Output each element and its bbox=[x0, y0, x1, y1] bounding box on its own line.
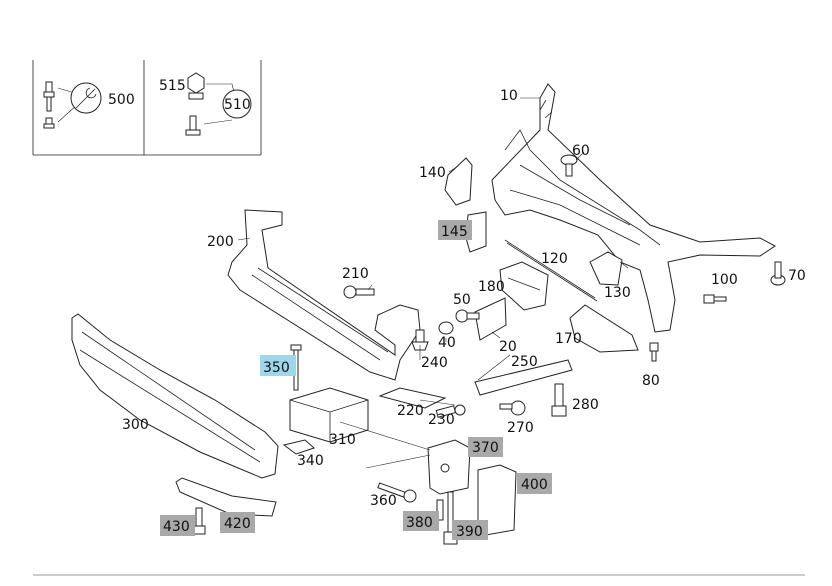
label-340: 340 bbox=[297, 453, 324, 469]
label-430: 430 bbox=[163, 519, 190, 535]
part-120 bbox=[504, 239, 598, 302]
plate-340 bbox=[282, 439, 315, 455]
label-50: 50 bbox=[453, 292, 471, 308]
bolt-80 bbox=[649, 342, 659, 362]
label-230: 230 bbox=[428, 412, 455, 428]
highlight-400 bbox=[517, 473, 552, 494]
label-250: 250 bbox=[511, 354, 538, 370]
label-370: 370 bbox=[472, 440, 499, 456]
label-500: 500 bbox=[108, 92, 135, 108]
bolt-70 bbox=[770, 261, 786, 286]
label-180: 180 bbox=[478, 279, 505, 295]
label-310: 310 bbox=[329, 432, 356, 448]
leader-lines bbox=[237, 97, 629, 469]
part-180 bbox=[499, 261, 549, 311]
label-420: 420 bbox=[224, 516, 251, 532]
label-200: 200 bbox=[207, 234, 234, 250]
label-140: 140 bbox=[419, 165, 446, 181]
highlight-145 bbox=[438, 220, 472, 240]
label-240: 240 bbox=[421, 355, 448, 371]
label-350: 350 bbox=[263, 360, 290, 376]
label-145: 145 bbox=[441, 224, 468, 240]
nut-40 bbox=[438, 321, 454, 335]
kit-box bbox=[32, 60, 262, 156]
bracket-310 bbox=[289, 387, 369, 443]
bolt-280 bbox=[551, 383, 567, 417]
label-400: 400 bbox=[521, 477, 548, 493]
label-210: 210 bbox=[342, 266, 369, 282]
label-220: 220 bbox=[397, 403, 424, 419]
label-380: 380 bbox=[406, 515, 433, 531]
label-390: 390 bbox=[456, 524, 483, 540]
label-10: 10 bbox=[500, 88, 518, 104]
highlight-370 bbox=[468, 437, 503, 457]
highlight-420 bbox=[220, 512, 255, 533]
label-20: 20 bbox=[499, 339, 517, 355]
label-270: 270 bbox=[507, 420, 534, 436]
label-360: 360 bbox=[370, 493, 397, 509]
highlight-390 bbox=[452, 520, 488, 540]
label-40: 40 bbox=[438, 335, 456, 351]
part-130 bbox=[589, 251, 623, 286]
part-140 bbox=[444, 157, 473, 206]
front-module-10 bbox=[491, 83, 776, 333]
label-130: 130 bbox=[604, 285, 631, 301]
plate-220 bbox=[378, 387, 447, 409]
label-515: 515 bbox=[159, 78, 186, 94]
part-170 bbox=[569, 304, 639, 353]
bolt-270 bbox=[499, 400, 526, 416]
bolt-100 bbox=[703, 294, 727, 304]
bracket-370 bbox=[427, 439, 471, 495]
highlight-350 bbox=[260, 355, 296, 376]
wrench-icon bbox=[75, 87, 97, 109]
label-280: 280 bbox=[572, 397, 599, 413]
bumper-beam-300 bbox=[71, 313, 279, 479]
part-420 bbox=[175, 477, 277, 517]
bracket-250 bbox=[474, 359, 573, 396]
bolt-230 bbox=[435, 404, 466, 418]
bolt-210 bbox=[343, 285, 375, 299]
kit-500-drawing bbox=[43, 81, 102, 129]
bolt-50 bbox=[455, 309, 480, 323]
kit-510-drawing bbox=[185, 72, 252, 136]
part-20 bbox=[474, 297, 507, 341]
highlight-430 bbox=[160, 515, 195, 536]
label-120: 120 bbox=[541, 251, 568, 267]
label-170: 170 bbox=[555, 331, 582, 347]
label-100: 100 bbox=[711, 272, 738, 288]
label-300: 300 bbox=[122, 417, 149, 433]
bolt-360 bbox=[377, 482, 417, 503]
bolt-60 bbox=[560, 151, 585, 177]
bolt-380 bbox=[436, 499, 444, 521]
cross-member-200 bbox=[227, 209, 421, 381]
label-510: 510 bbox=[224, 97, 251, 113]
highlight-380 bbox=[403, 511, 439, 531]
label-80: 80 bbox=[642, 373, 660, 389]
label-60: 60 bbox=[572, 143, 590, 159]
label-70: 70 bbox=[788, 268, 806, 284]
